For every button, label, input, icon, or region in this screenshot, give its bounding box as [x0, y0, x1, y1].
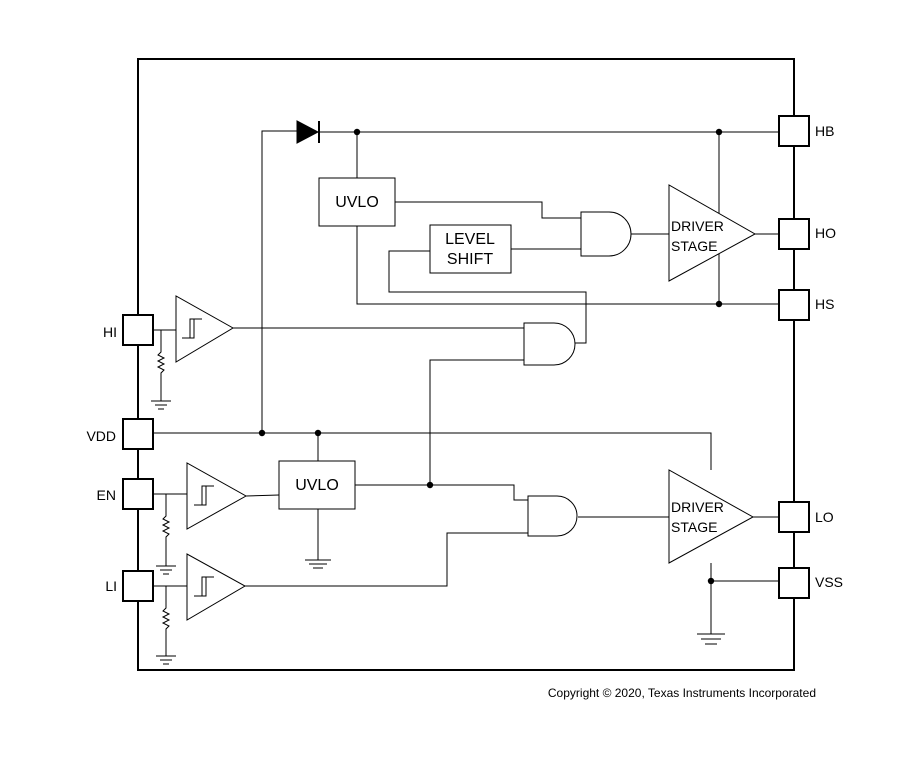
level-shift-label-2: SHIFT [447, 251, 493, 268]
pin-vdd-label: VDD [86, 428, 116, 444]
ground-icon [156, 655, 176, 665]
driver-stage-high: DRIVER STAGE [668, 184, 757, 282]
level-shift-label-1: LEVEL [445, 231, 495, 248]
pin-lo-label: LO [815, 509, 834, 525]
wiring [154, 130, 779, 656]
level-shift-block: LEVEL SHIFT [429, 224, 512, 274]
ground-symbols [151, 400, 725, 665]
uvlo-high-block: UVLO [318, 177, 396, 227]
pin-hi-label: HI [103, 324, 117, 340]
and-gate-high-side [580, 211, 632, 257]
pin-vdd: VDD [86, 418, 154, 450]
pin-vss-label: VSS [815, 574, 843, 590]
pin-ho-label: HO [815, 225, 836, 241]
pin-vss: VSS [778, 567, 843, 599]
li-schmitt-buffer [186, 553, 247, 621]
driver-low-label-1: DRIVER [671, 499, 724, 515]
ground-icon [156, 565, 176, 575]
driver-high-label-1: DRIVER [671, 218, 724, 234]
hi-schmitt-buffer [175, 295, 234, 363]
pin-en-label: EN [97, 487, 116, 503]
pin-hb: HB [778, 115, 834, 147]
pin-hs-label: HS [815, 296, 834, 312]
pin-en: EN [97, 478, 154, 510]
and-gate-low-side [527, 495, 578, 537]
and-gate-hi-enable [523, 322, 576, 366]
pin-hs: HS [778, 289, 834, 321]
pin-li-label: LI [105, 578, 117, 594]
uvlo-low-block: UVLO [278, 460, 356, 510]
junction-dots [258, 128, 723, 585]
copyright-notice: Copyright © 2020, Texas Instruments Inco… [548, 686, 816, 700]
driver-high-label-2: STAGE [671, 238, 717, 254]
pin-lo: LO [778, 501, 834, 533]
ground-icon [697, 633, 725, 645]
uvlo-high-label: UVLO [335, 194, 379, 211]
pin-li: LI [105, 570, 154, 602]
package-outline [137, 58, 795, 671]
en-schmitt-buffer [186, 462, 248, 530]
pin-hb-label: HB [815, 123, 834, 139]
driver-stage-low: DRIVER STAGE [668, 469, 755, 564]
driver-low-label-2: STAGE [671, 519, 717, 535]
bootstrap-diode-icon [296, 120, 320, 144]
pin-hi: HI [103, 314, 154, 346]
ground-icon [305, 559, 331, 569]
ground-icon [151, 400, 171, 410]
uvlo-low-label: UVLO [295, 477, 339, 494]
pin-ho: HO [778, 218, 836, 250]
